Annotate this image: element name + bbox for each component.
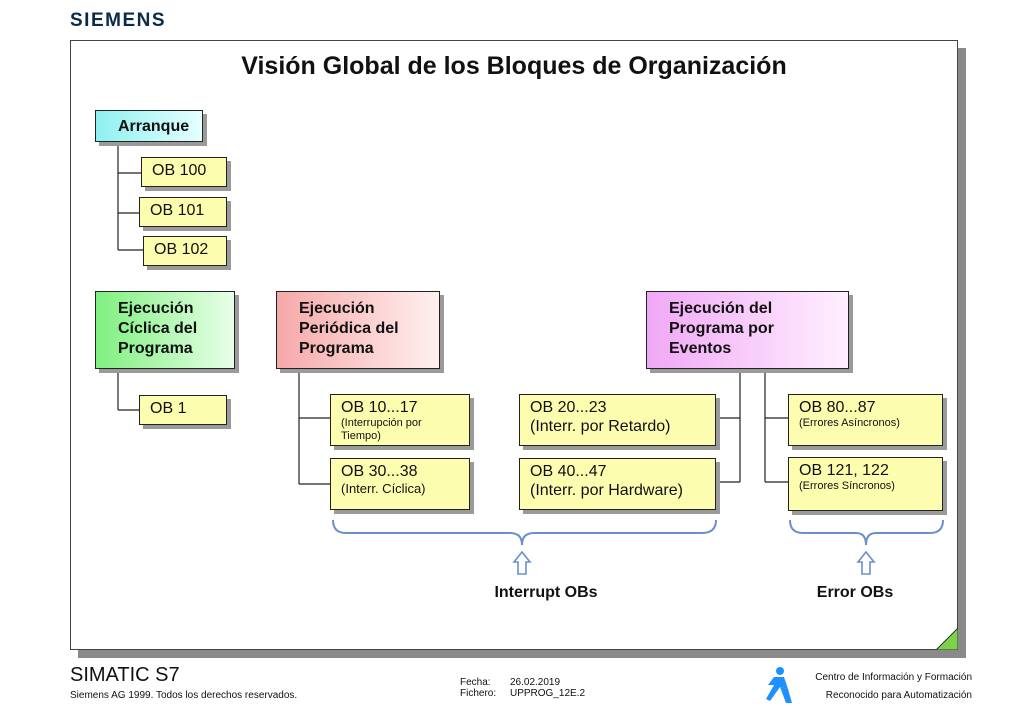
brace-interrupt [332,519,717,546]
center-line-2: Reconocido para Automatización [825,690,972,701]
arrow-up-icon [512,550,532,575]
periodic-header: Ejecución Periódica del Programa [276,291,440,369]
ob-40-47-block: OB 40...47 (Interr. por Hardware) [519,458,716,510]
event-header: Ejecución del Programa por Eventos [646,291,849,369]
interrupt-obs-label: Interrupt OBs [494,584,598,601]
copyright-text: Siemens AG 1999. Todos los derechos rese… [70,690,298,701]
date-label: Fecha: [460,677,491,688]
ob-10-17-block: OB 10...17 (Interrupción por Tiempo) [330,394,470,446]
ob-101-block: OB 101 [139,197,227,227]
page-fold-icon [936,628,958,650]
ob-30-38-block: OB 30...38 (Interr. Cíclica) [330,458,470,510]
ob-1-block: OB 1 [139,395,227,425]
product-name: SIMATIC S7 [70,664,180,686]
brace-error [789,519,944,546]
ob-80-87-block: OB 80...87 (Errores Asíncronos) [788,394,943,446]
file-value: UPPROG_12E.2 [510,688,586,699]
date-value: 26.02.2019 [510,677,561,688]
startup-header: Arranque [95,110,203,142]
ob-20-23-block: OB 20...23 (Interr. por Retardo) [519,394,716,446]
arrow-up-icon [856,550,876,575]
cyclic-header: Ejecución Cíclica del Programa [95,291,235,369]
error-obs-label: Error OBs [816,584,894,601]
ob-102-block: OB 102 [143,236,227,266]
training-center-logo-icon [766,667,792,703]
ob-121-122-block: OB 121, 122 (Errores Síncronos) [788,457,943,511]
slide-title: Visión Global de los Bloques de Organiza… [241,52,787,80]
ob-100-block: OB 100 [141,157,227,187]
file-label: Fichero: [460,688,497,699]
center-line-1: Centro de Información y Formación [815,672,972,683]
siemens-logo: SIEMENS [70,10,167,31]
